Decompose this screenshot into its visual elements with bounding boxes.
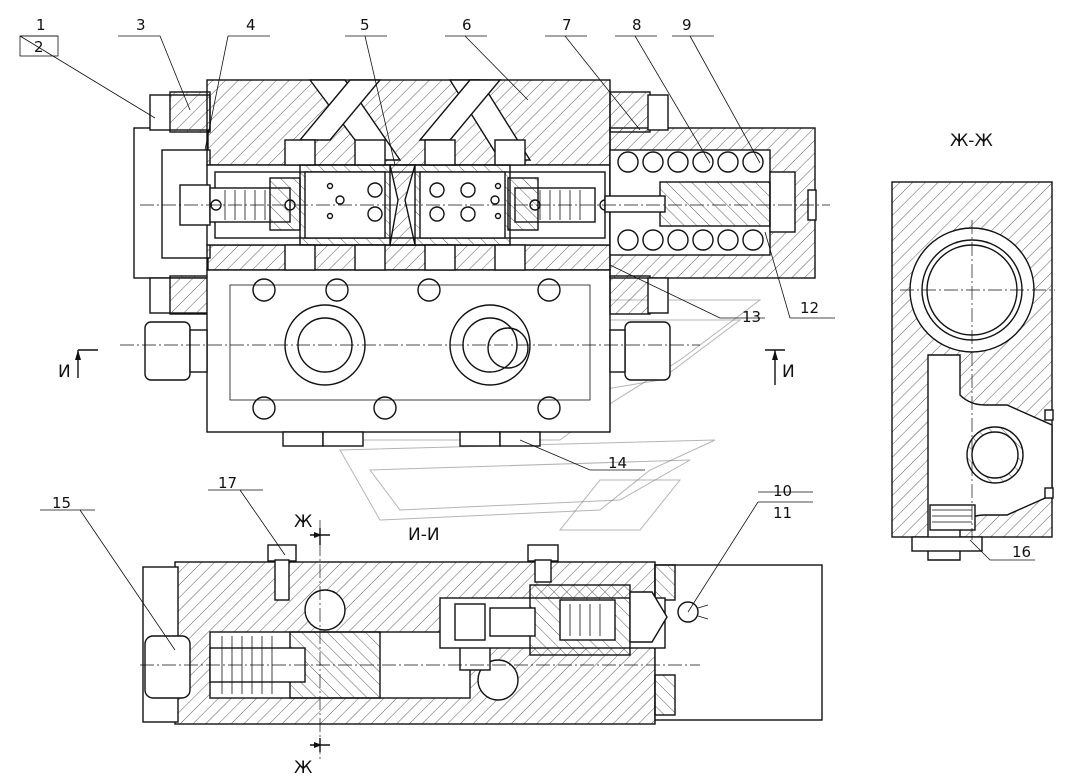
section-markers (75, 349, 785, 752)
section-i-title: И-И (408, 525, 440, 545)
callout-11: 11 (773, 504, 792, 522)
callout-2: 2 (34, 38, 44, 56)
callout-6: 6 (462, 16, 472, 34)
callout-1: 1 (36, 16, 46, 34)
callout-5: 5 (360, 16, 370, 34)
callout-17: 17 (218, 474, 237, 492)
callout-4: 4 (246, 16, 256, 34)
section-zh-marker-bottom: Ж (294, 758, 312, 778)
callout-7: 7 (562, 16, 572, 34)
callout-13: 13 (742, 308, 761, 326)
callout-10: 10 (773, 482, 792, 500)
callout-16: 16 (1012, 543, 1031, 561)
callout-14: 14 (608, 454, 627, 472)
section-zh-marker-top: Ж (294, 512, 312, 532)
callout-15: 15 (52, 494, 71, 512)
section-zh-title: Ж-Ж (950, 131, 993, 151)
callout-8: 8 (632, 16, 642, 34)
section-i-marker-right: И (782, 362, 795, 382)
callout-3: 3 (136, 16, 146, 34)
callout-12: 12 (800, 299, 819, 317)
callout-labels: 1 2 3 4 5 6 7 8 9 10 11 12 13 14 15 16 1… (19, 16, 1031, 561)
section-titles: Ж-Ж И-И И И Ж Ж (58, 131, 993, 778)
section-i-marker-left: И (58, 362, 71, 382)
section-zh-view (891, 181, 1055, 561)
top-view-section (120, 79, 830, 447)
callout-9: 9 (682, 16, 692, 34)
section-i-view (140, 520, 823, 760)
